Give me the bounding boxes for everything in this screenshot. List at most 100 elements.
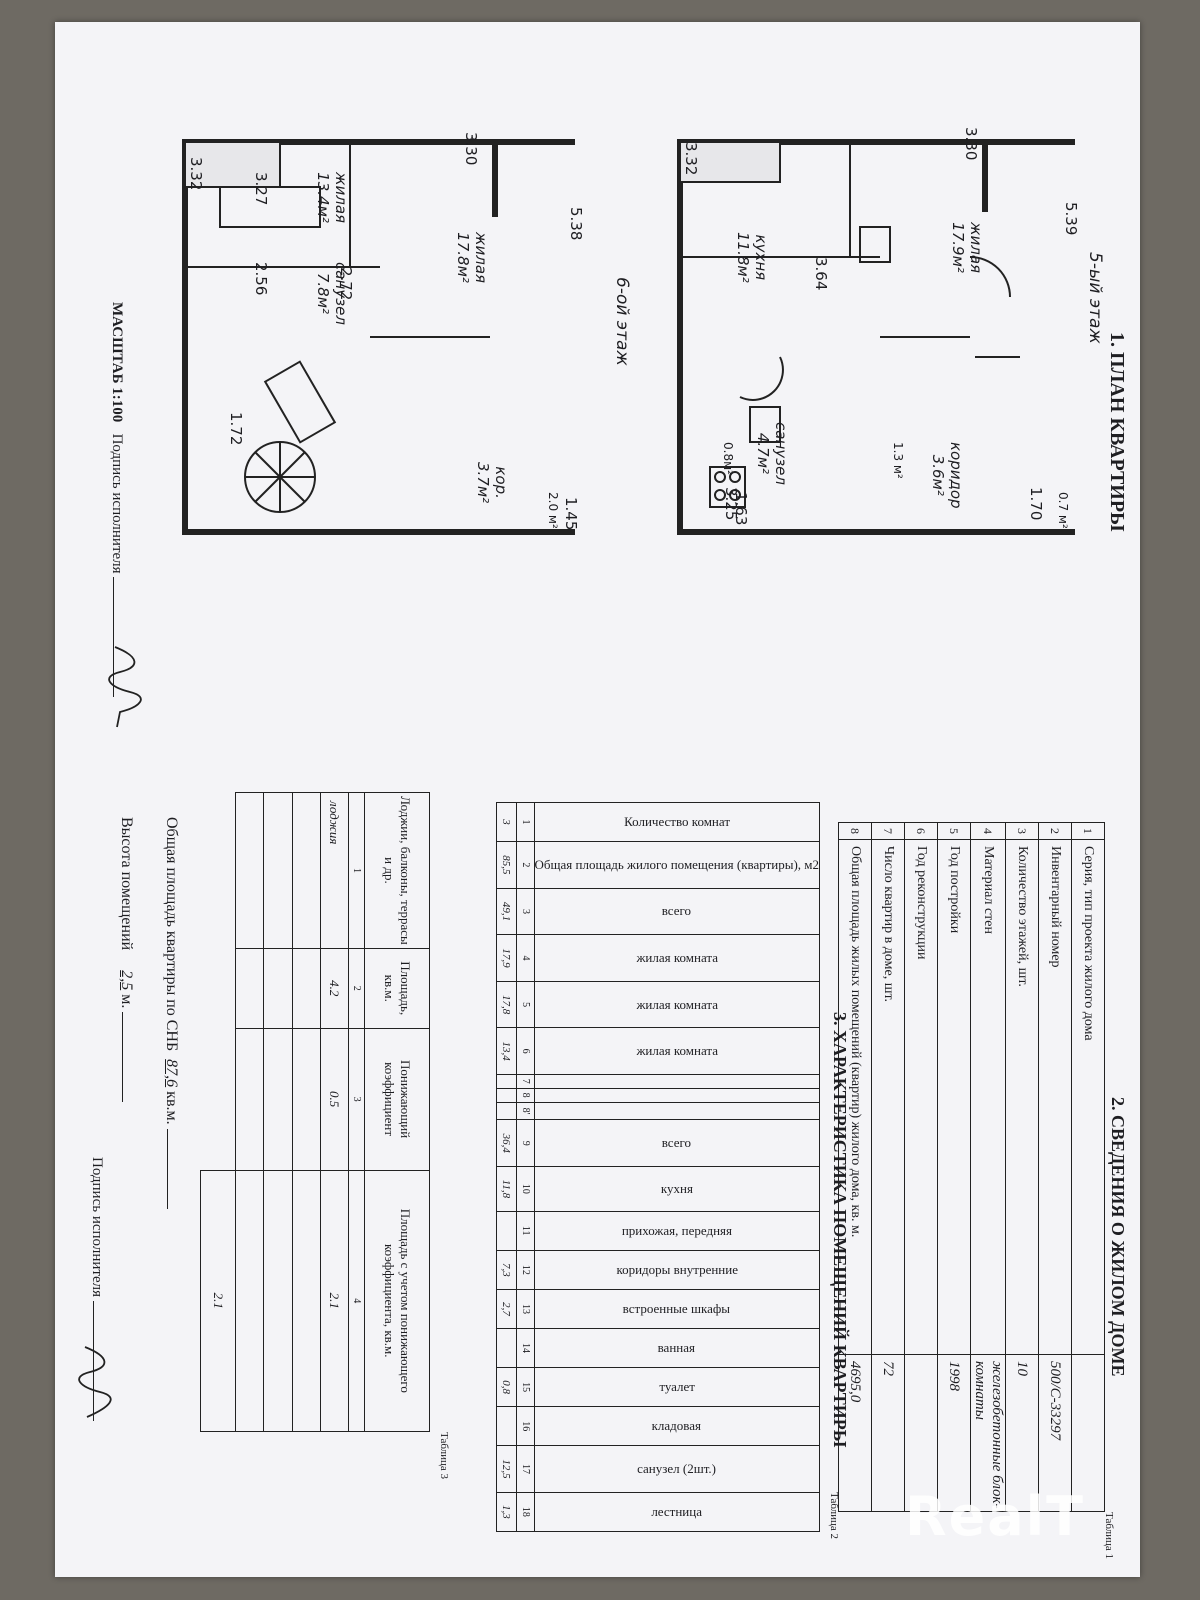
house-info-num: 6 bbox=[904, 822, 938, 840]
floor5-small-area: 0.8м² bbox=[721, 442, 735, 475]
subcol-header: встроенные шкафы bbox=[534, 1289, 820, 1329]
col-num: 16 bbox=[516, 1406, 535, 1446]
subcol-header: туалет bbox=[534, 1367, 820, 1407]
loggia-table: Лоджии, балконы, террасы и др. Площадь, … bbox=[200, 792, 430, 1432]
subcol-header bbox=[534, 1074, 820, 1089]
floor6-dimension: 3.32 bbox=[187, 157, 205, 191]
loggia-area: 4.2 bbox=[320, 948, 349, 1029]
house-info-label: Год постройки bbox=[937, 839, 971, 1355]
subcol-header: кладовая bbox=[534, 1406, 820, 1446]
house-info-num: 4 bbox=[970, 822, 1006, 840]
total-area-line: Общая площадь квартиры по СНБ 87,6 кв.м. bbox=[162, 817, 180, 1209]
loggia-header-area: Площадь, кв.м. bbox=[364, 948, 430, 1029]
subcol-header: жилая комната bbox=[534, 934, 820, 982]
col-value: 2,7 bbox=[496, 1289, 517, 1329]
subcol-header-text: жилая комната bbox=[635, 1043, 718, 1059]
col-num: 9 bbox=[516, 1119, 535, 1167]
total-area-unit: кв.м. bbox=[163, 1091, 180, 1125]
col-value: 12,5 bbox=[496, 1445, 517, 1493]
loggia-num: 3 bbox=[348, 1028, 365, 1171]
ceiling-height-label: Высота помещений bbox=[118, 817, 135, 951]
scale-and-signature-line: МАСШТАБ 1:100 Подпись исполнителя bbox=[108, 302, 125, 698]
subcol-header: жилая комната bbox=[534, 981, 820, 1028]
house-info-label: Количество этажей, шт. bbox=[1005, 839, 1039, 1355]
col-value: 1,3 bbox=[496, 1492, 517, 1532]
col-value: 49,1 bbox=[496, 888, 517, 935]
col-value bbox=[496, 1074, 517, 1089]
loggia-header-reduced: Площадь с учетом понижающего коэффициент… bbox=[364, 1170, 430, 1432]
ceiling-height-line: Высота помещений 2,5 м. bbox=[117, 817, 135, 1103]
house-info-num: 1 bbox=[1071, 822, 1105, 840]
signature-scribble bbox=[108, 646, 142, 728]
section1-title: 1. ПЛАН КВАРТИРЫ bbox=[1106, 332, 1128, 532]
house-info-num: 2 bbox=[1038, 822, 1072, 840]
subcol-header-text: жилая комната bbox=[635, 996, 718, 1012]
total-area-label: Общая площадь квартиры по СНБ bbox=[163, 817, 180, 1052]
house-info-num: 7 bbox=[871, 822, 905, 840]
col-value bbox=[496, 1088, 517, 1102]
floor5-dimension: 3.30 bbox=[962, 127, 980, 161]
subcol-header: санузел (2шт.) bbox=[534, 1445, 820, 1493]
subcol-header: жилая комната bbox=[534, 1027, 820, 1075]
col-value bbox=[496, 1102, 517, 1120]
rooms-count-header-text: Количество комнат bbox=[623, 814, 730, 830]
col-value: 17,9 bbox=[496, 934, 517, 982]
loggia-header-type: Лоджии, балконы, террасы и др. bbox=[364, 792, 430, 949]
floor5-dimension: 3.25 bbox=[722, 487, 740, 521]
subcol-header: кухня bbox=[534, 1166, 820, 1212]
loggia-type: лоджия bbox=[320, 792, 349, 949]
house-info-label: Инвентарный номер bbox=[1038, 839, 1072, 1355]
col-num: 15 bbox=[516, 1367, 535, 1407]
subcol-header: прихожая, передняя bbox=[534, 1211, 820, 1251]
document-sheet: 1. ПЛАН КВАРТИРЫ 5-ый этаж 6-ой этаж 5.3… bbox=[55, 22, 1140, 1577]
col-value bbox=[496, 1328, 517, 1368]
ceiling-height-value: 2,5 bbox=[118, 970, 135, 991]
floor6-label: 6-ой этаж bbox=[612, 277, 632, 366]
section3-table-label: Таблица 2 bbox=[828, 1492, 840, 1540]
house-info-label: Год реконструкции bbox=[904, 839, 938, 1355]
floor5-dimension: 1.70 bbox=[1027, 487, 1045, 521]
col-num: 5 bbox=[516, 981, 535, 1028]
loggia-coef: 0.5 bbox=[320, 1028, 349, 1171]
total-area-header-text: Общая площадь жилого помещения (квартиры… bbox=[534, 856, 819, 872]
col-num: 13 bbox=[516, 1289, 535, 1329]
subcol-header: всего bbox=[534, 888, 820, 935]
subcol-header bbox=[534, 1088, 820, 1102]
col-value: 17,8 bbox=[496, 981, 517, 1028]
subcol-header bbox=[534, 1102, 820, 1120]
floor6-plan bbox=[182, 139, 575, 535]
col-value: 85,5 bbox=[496, 841, 517, 889]
loggia-num: 2 bbox=[348, 948, 365, 1029]
floor6-dimension: 1.45 bbox=[562, 497, 580, 531]
loggia-total-row: 2.1 bbox=[200, 793, 236, 1432]
col-num: 17 bbox=[516, 1445, 535, 1493]
loggia-table-header: Лоджии, балконы, террасы и др. Площадь, … bbox=[364, 792, 430, 1432]
col-value bbox=[496, 1406, 517, 1446]
loggia-num: 4 bbox=[348, 1170, 365, 1432]
col-num: 6 bbox=[516, 1027, 535, 1075]
subcol-header: ванная bbox=[534, 1328, 820, 1368]
floor6-dimension: 1.72 bbox=[227, 412, 245, 446]
scale-label: МАСШТАБ 1:100 bbox=[109, 302, 125, 423]
loggia-total: 2.1 bbox=[200, 1170, 236, 1432]
rotated-page: 1. ПЛАН КВАРТИРЫ 5-ый этаж 6-ой этаж 5.3… bbox=[55, 22, 1140, 1577]
subcol-header-text: прихожая, передняя bbox=[621, 1222, 732, 1238]
total-area-header: Общая площадь жилого помещения (квартиры… bbox=[534, 841, 820, 889]
col-value: 13,4 bbox=[496, 1027, 517, 1075]
floor5-dimension: 3.64 bbox=[812, 257, 830, 291]
subcol-header-text: встроенные шкафы bbox=[623, 1300, 731, 1316]
loggia-num: 1 bbox=[348, 792, 365, 949]
subcol-header-text: коридоры внутренние bbox=[615, 1261, 738, 1277]
signature-label: Подпись исполнителя bbox=[109, 433, 125, 574]
house-info-label: Материал стен bbox=[970, 839, 1006, 1355]
house-info-value: 72 bbox=[871, 1354, 905, 1512]
